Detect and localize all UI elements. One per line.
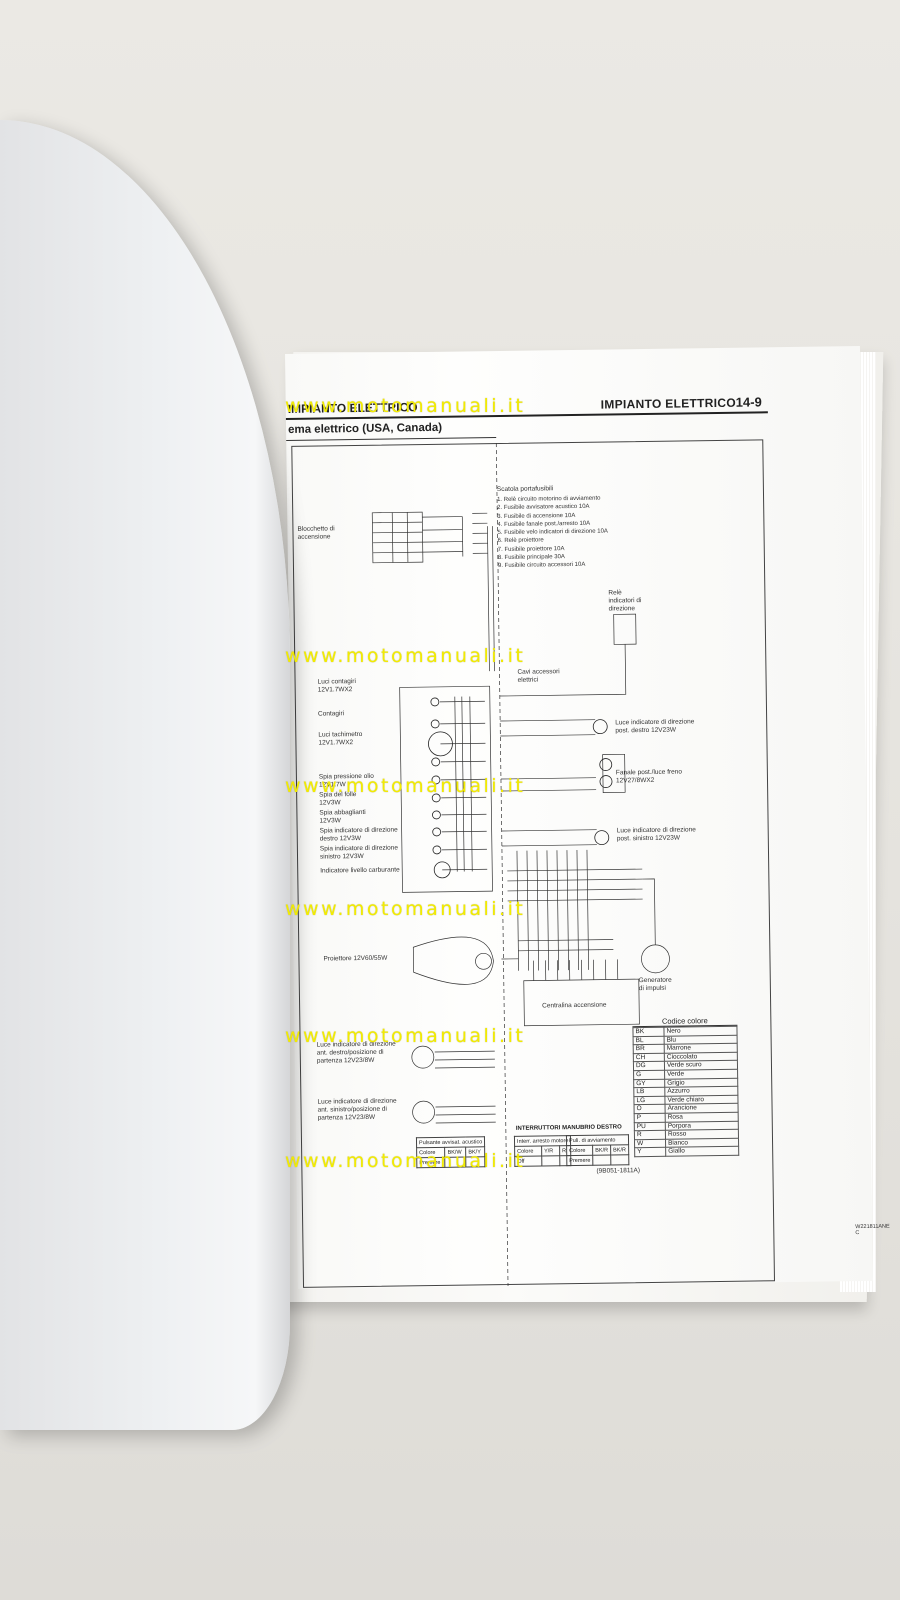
watermark: www.motomanuali.it — [285, 1025, 526, 1047]
table-cell: Colore — [566, 1145, 593, 1156]
watermark: www.motomanuali.it — [285, 775, 526, 797]
drawing-number: W221811ANE C — [855, 1223, 890, 1237]
fuel-gauge-label: Indicatore livello carburante — [320, 866, 400, 875]
ignition-switch-block — [371, 511, 424, 564]
rear-right-turn-label: Luce indicatore di direzione post. destr… — [615, 718, 695, 735]
color-name: Giallo — [665, 1146, 739, 1157]
ignitor-label: Centralina accensione — [542, 1001, 607, 1010]
turn-relay-label: Relè indicatori di direzione — [608, 589, 642, 613]
table-cell: BK/R — [592, 1145, 611, 1156]
turn-relay-box — [613, 613, 637, 645]
speedo-lights-label: Luci tachimetro 12V1.7WX2 — [318, 730, 363, 747]
tail-brake-label: Fanale post./luce freno 12V27/8WX2 — [615, 768, 683, 785]
color-code: Y — [634, 1147, 666, 1157]
fuse-item: 9. Fusibile circuito accessori 10A — [497, 562, 586, 570]
headlight-label: Proiettore 12V60/55W — [323, 954, 388, 963]
table-cell: Premere — [566, 1155, 593, 1166]
ignitor-box — [523, 978, 640, 1027]
watermark: www.motomanuali.it — [285, 395, 526, 417]
pulse-generator-label: Generatore di impulsi — [638, 976, 672, 993]
pulse-generator-circle — [641, 944, 670, 974]
manual-page: IMPIANTO ELETTRICO IMPIANTO ELETTRICO 14… — [285, 345, 890, 1289]
accessory-cables-label: Cavi accessori elettrici — [517, 668, 560, 684]
rear-left-turn-label: Luce indicatore di direzione post. sinis… — [616, 826, 696, 843]
table-cell: Y/R — [541, 1145, 560, 1156]
front-left-turn-label: Luce indicatore di direzione ant. sinist… — [317, 1097, 397, 1122]
left-turn-indicator-label: Spia indicatore di direzione sinistro 12… — [319, 844, 399, 861]
ignition-switch-label: Blocchetto di accensione — [297, 525, 335, 541]
fuse-box-title: Scatola portafusibili — [496, 485, 554, 494]
watermark: www.motomanuali.it — [285, 898, 526, 920]
tachometer-label: Contagiri — [317, 710, 345, 718]
right-turn-indicator-label: Spia indicatore di direzione destro 12V3… — [319, 826, 398, 843]
table-cell: BK/R — [610, 1144, 629, 1156]
switch-ref-code: (9B051-1811A) — [596, 1167, 641, 1175]
wiring-diagram — [371, 443, 670, 1286]
watermark: www.motomanuali.it — [285, 1150, 526, 1172]
switch-tables-title: INTERRUTTORI MANUBRIO DESTRO — [515, 1124, 622, 1132]
watermark: www.motomanuali.it — [285, 645, 526, 667]
fuse-box-list: 1. Relè circuito motorino di avviamento … — [497, 495, 608, 571]
high-beam-label: Spia abbaglianti 12V3W — [319, 808, 366, 825]
meter-lights-label: Luci contagiri 12V1.7WX2 — [317, 678, 356, 694]
